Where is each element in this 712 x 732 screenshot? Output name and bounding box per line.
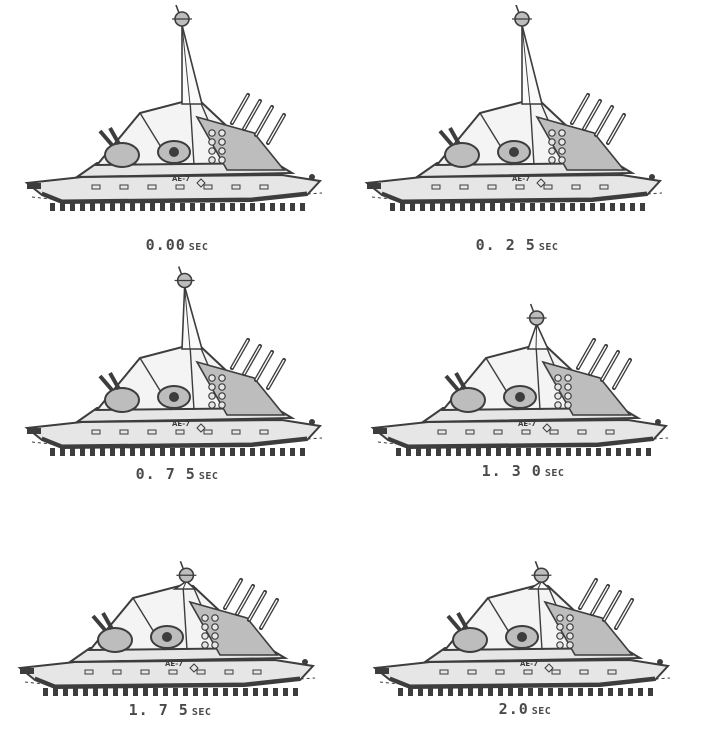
frame-2: AE-7 (362, 5, 672, 220)
frame-1-unit: SEC (188, 242, 209, 253)
warship-illustration: AE-7 (24, 266, 323, 456)
svg-text:AE-7: AE-7 (520, 660, 538, 668)
warship-illustration: AE-7 (370, 303, 669, 456)
frame-3: AE-7 (22, 250, 332, 465)
frame-6: AE-7 (370, 490, 680, 705)
frame-1-time: 0.00 (145, 236, 186, 254)
frame-5-unit: SEC (191, 707, 212, 718)
svg-text:AE-7: AE-7 (172, 420, 190, 428)
warship-illustration: AE-7 (364, 5, 663, 211)
svg-text:AE-7: AE-7 (165, 660, 183, 668)
svg-text:AE-7: AE-7 (518, 420, 536, 428)
svg-text:AE-7: AE-7 (172, 175, 190, 183)
frame-3-time: 0. 7 5 (135, 465, 196, 483)
frame-3-unit: SEC (198, 471, 219, 482)
frame-2-unit: SEC (538, 242, 559, 253)
frame-5: AE-7 (15, 490, 325, 705)
frame-4-time: 1. 3 0 (481, 462, 542, 480)
frame-5-time: 1. 7 5 (128, 701, 189, 719)
warship-illustration: AE-7 (17, 560, 316, 696)
frame-1: AE-7 (22, 5, 332, 220)
frame-6-unit: SEC (531, 706, 552, 717)
frame-2-time: 0. 2 5 (475, 236, 536, 254)
svg-text:AE-7: AE-7 (512, 175, 530, 183)
warship-illustration: AE-7 (372, 560, 671, 696)
frame-4: AE-7 (368, 250, 678, 465)
warship-illustration: AE-7 (24, 5, 323, 211)
frame-4-unit: SEC (544, 468, 565, 479)
frame-6-time: 2.0 (498, 700, 529, 718)
